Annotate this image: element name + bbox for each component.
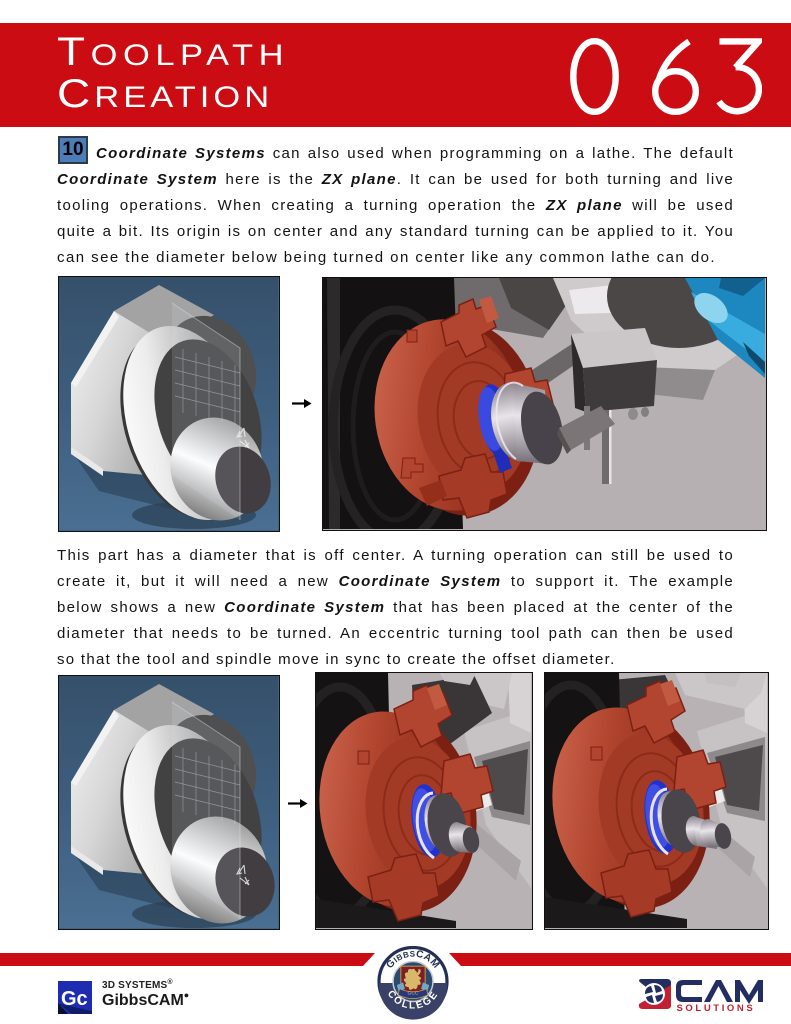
svg-text:GCC: GCC — [408, 991, 419, 997]
svg-text:Gc: Gc — [61, 988, 88, 1010]
svg-text:SOLUTIONS: SOLUTIONS — [677, 1003, 756, 1012]
